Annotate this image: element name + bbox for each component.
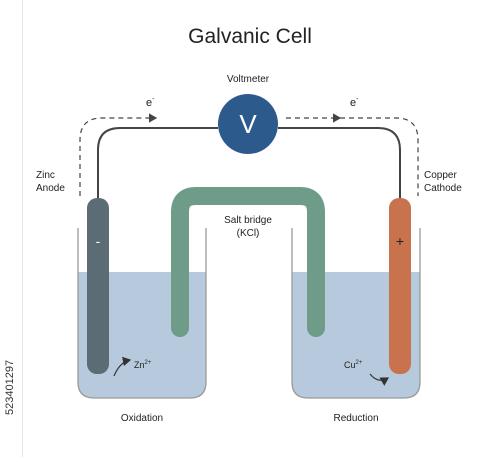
copper-cathode (389, 198, 411, 374)
cathode-label-line1: Copper (424, 170, 457, 181)
right-beaker (291, 228, 421, 399)
anode-sign: - (96, 233, 101, 249)
stock-id-strip: 523401297 (0, 0, 23, 457)
zinc-anode (87, 198, 109, 374)
salt-bridge (171, 187, 325, 337)
copper-ion-label: Cu2+ (344, 360, 363, 370)
electron-flow-right-path (340, 117, 419, 196)
right-wire (278, 127, 401, 198)
left-beaker (77, 228, 207, 399)
left-wire (97, 127, 218, 198)
electron-label-left: e- (146, 96, 155, 109)
electron-label-right: e- (350, 96, 359, 109)
cathode-label-line2: Cathode (424, 183, 462, 194)
voltmeter-icon (218, 94, 278, 154)
voltmeter-symbol: V (239, 109, 257, 139)
diagram-title: Galvanic Cell (188, 25, 312, 48)
voltmeter-label: Voltmeter (227, 74, 270, 85)
stock-id-text: 523401297 (4, 359, 16, 415)
anode-label-line2: Anode (36, 183, 65, 194)
zinc-ion-label: Zn2+ (134, 360, 152, 370)
cathode-sign: + (396, 233, 404, 249)
salt-bridge-label-line2: (KCl) (237, 228, 260, 239)
oxidation-caption: Oxidation (121, 413, 163, 424)
reduction-caption: Reduction (333, 413, 378, 424)
salt-bridge-label-line1: Salt bridge (224, 215, 272, 226)
anode-label-line1: Zinc (36, 170, 55, 181)
ion-release-arrow (113, 356, 132, 377)
ion-deposit-arrow (369, 373, 390, 386)
electron-flow-left-arrow (79, 113, 158, 196)
